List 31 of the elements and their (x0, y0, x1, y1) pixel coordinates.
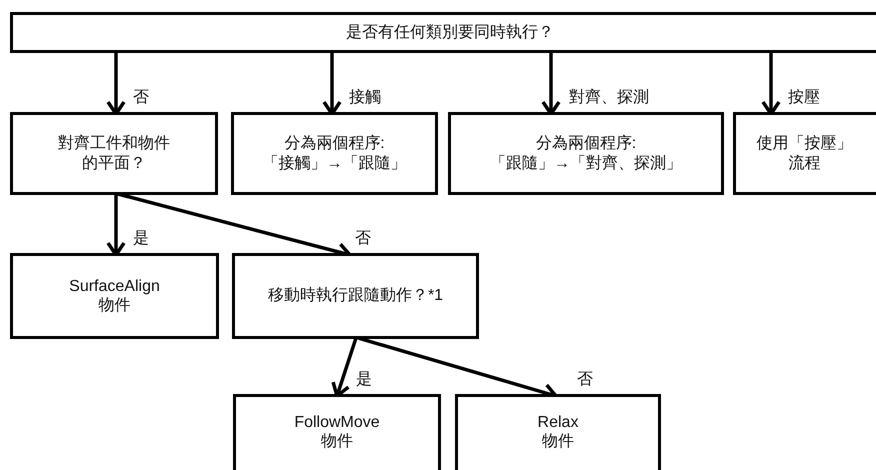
process-box (733, 112, 876, 195)
node-text: 分為兩個程序: (536, 134, 636, 154)
edge-label: 對齊、探測 (569, 88, 649, 108)
process-box (231, 112, 438, 195)
node-text: 物件 (321, 432, 353, 452)
process-box (448, 112, 724, 195)
question-box (10, 12, 876, 53)
node-text: 物件 (542, 432, 574, 452)
decision-box (232, 253, 479, 339)
result-box (10, 253, 219, 339)
node-text: SurfaceAlign (69, 276, 160, 296)
node-text: 「跟隨」→「對齊、探測」 (490, 154, 682, 173)
edge-label: 按壓 (788, 88, 820, 108)
edge-label: 是 (356, 370, 372, 390)
result-box (455, 394, 661, 470)
node-text: 對齊工件和物件的平面？ (57, 134, 171, 173)
edge-label: 否 (355, 229, 371, 248)
edge-label: 否 (133, 88, 149, 108)
node-text: 是否有任何類別要同時執行？ (346, 22, 554, 42)
edge-label: 是 (133, 229, 149, 248)
result-box (233, 394, 441, 470)
node-text: 「接觸」→「跟隨」 (262, 154, 406, 173)
node-text: 物件 (98, 296, 130, 316)
decision-box (10, 112, 218, 195)
node-text: FollowMove (294, 412, 380, 432)
edge-label: 接觸 (349, 88, 381, 108)
node-text: 使用「按壓」流程 (756, 134, 854, 173)
edge-label: 否 (577, 370, 593, 390)
node-text: 分為兩個程序: (284, 134, 385, 154)
node-text: Relax (538, 412, 578, 432)
node-text: 移動時執行跟隨動作？*1 (268, 286, 444, 306)
